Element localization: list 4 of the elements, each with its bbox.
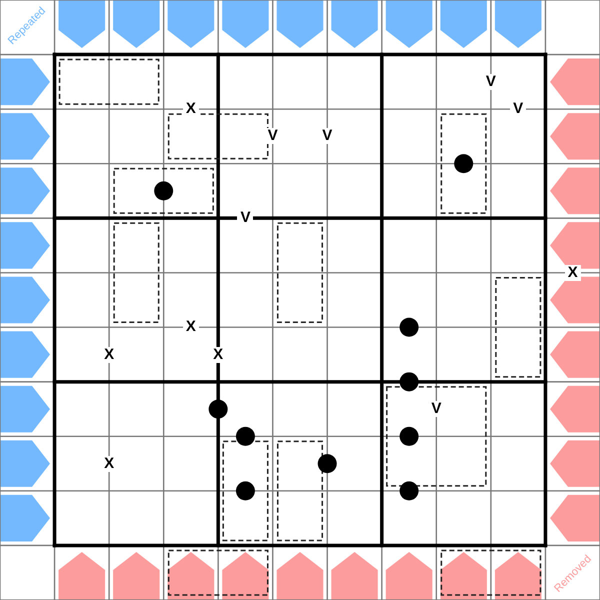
constraint-mark: X <box>564 264 581 281</box>
constraint-mark: V <box>319 128 336 144</box>
constraint-mark: V <box>264 128 281 144</box>
constraint-mark: X <box>182 101 199 118</box>
